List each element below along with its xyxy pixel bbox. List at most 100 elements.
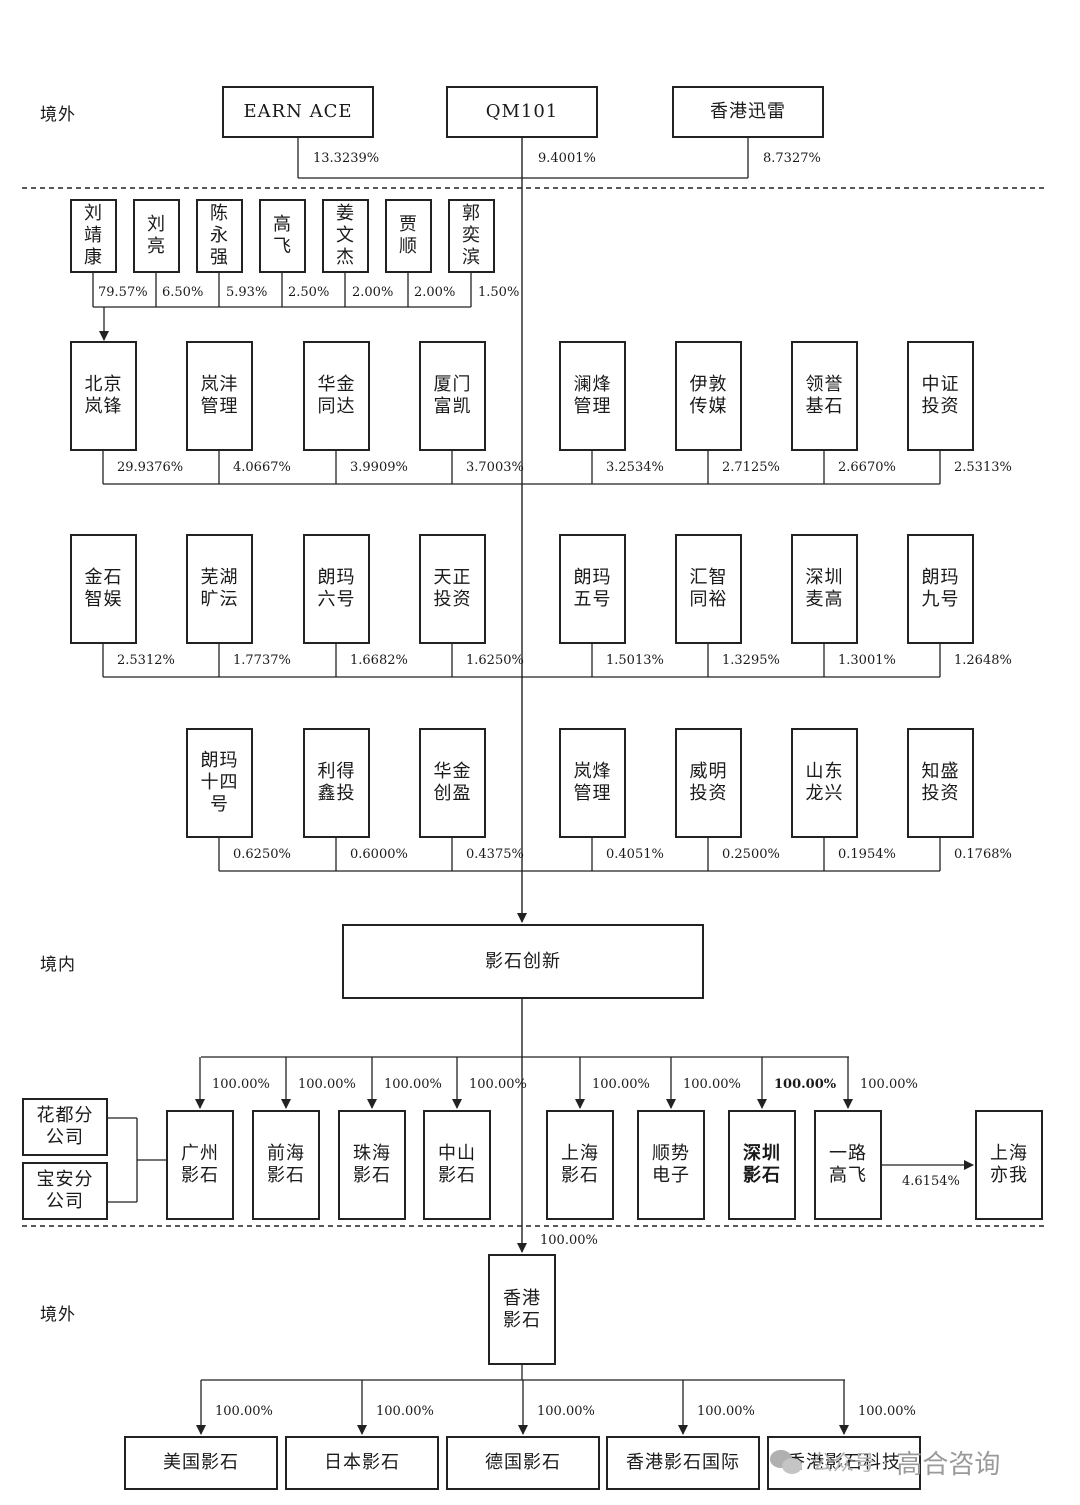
shareholder-box: 朗玛 九号 bbox=[907, 534, 974, 644]
subsidiary-box: 中山 影石 bbox=[423, 1110, 491, 1220]
branch-office-box: 宝安分 公司 bbox=[22, 1162, 108, 1220]
shareholder-box: 汇智 同裕 bbox=[675, 534, 742, 644]
individual-shareholder-box: 贾 顺 bbox=[385, 199, 432, 273]
shareholder-pct: 0.4375% bbox=[466, 847, 524, 862]
shareholder-pct: 29.9376% bbox=[117, 460, 184, 475]
individual-pct: 79.57% bbox=[98, 285, 148, 300]
region-label-overseas-bottom: 境外 bbox=[40, 1305, 76, 1325]
shareholder-pct: 0.1954% bbox=[838, 847, 896, 862]
individual-pct: 2.00% bbox=[414, 285, 456, 300]
shareholder-box: 朗玛 五号 bbox=[559, 534, 626, 644]
watermark-brand: 高合咨询 bbox=[896, 1449, 1001, 1480]
subsidiary-pct: 100.00% bbox=[774, 1077, 837, 1092]
subsidiary-pct: 100.00% bbox=[683, 1077, 741, 1092]
shareholder-pct: 0.6000% bbox=[350, 847, 408, 862]
shareholder-box: 岚烽 管理 bbox=[559, 728, 626, 838]
top-holder-box: QM101 bbox=[446, 86, 598, 138]
subsidiary-box: 广州 影石 bbox=[166, 1110, 234, 1220]
shareholder-box: 深圳 麦高 bbox=[791, 534, 858, 644]
individual-shareholder-box: 刘 靖 康 bbox=[70, 199, 117, 273]
shareholder-pct: 0.1768% bbox=[954, 847, 1012, 862]
shareholder-box: 中证 投资 bbox=[907, 341, 974, 451]
shareholder-pct: 1.3001% bbox=[838, 653, 896, 668]
shareholder-box: 厦门 富凯 bbox=[419, 341, 486, 451]
subsidiary-box: 前海 影石 bbox=[252, 1110, 320, 1220]
shareholder-pct: 4.0667% bbox=[233, 460, 291, 475]
shareholder-pct: 2.6670% bbox=[838, 460, 896, 475]
overseas-pct: 100.00% bbox=[215, 1404, 273, 1419]
shareholder-box: 领誉 基石 bbox=[791, 341, 858, 451]
shareholder-pct: 3.7003% bbox=[466, 460, 524, 475]
top-holder-pct: 13.3239% bbox=[313, 151, 380, 166]
subsidiary-box: 一路 高飞 bbox=[814, 1110, 882, 1220]
individual-shareholder-box: 刘 亮 bbox=[133, 199, 180, 273]
shareholder-pct: 2.5313% bbox=[954, 460, 1012, 475]
shareholder-box: 山东 龙兴 bbox=[791, 728, 858, 838]
subsidiary-pct: 100.00% bbox=[298, 1077, 356, 1092]
top-holder-pct: 8.7327% bbox=[763, 151, 821, 166]
overseas-subsidiary-box: 香港影石国际 bbox=[606, 1436, 760, 1490]
shareholder-pct: 1.6682% bbox=[350, 653, 408, 668]
shareholder-pct: 1.5013% bbox=[606, 653, 664, 668]
subsidiary-pct: 100.00% bbox=[860, 1077, 918, 1092]
individual-pct: 1.50% bbox=[478, 285, 520, 300]
overseas-pct: 100.00% bbox=[858, 1404, 916, 1419]
hk-subsidiary-box: 香港 影石 bbox=[488, 1254, 556, 1365]
overseas-subsidiary-box: 香港影石科技 bbox=[767, 1436, 921, 1490]
shareholder-pct: 0.4051% bbox=[606, 847, 664, 862]
overseas-pct: 100.00% bbox=[537, 1404, 595, 1419]
overseas-subsidiary-box: 美国影石 bbox=[124, 1436, 278, 1490]
shareholder-box: 北京 岚锋 bbox=[70, 341, 137, 451]
watermark-source: 公众号 · bbox=[812, 1451, 889, 1475]
shareholder-box: 华金 同达 bbox=[303, 341, 370, 451]
top-holder-pct: 9.4001% bbox=[538, 151, 596, 166]
shareholder-box: 芜湖 旷沄 bbox=[186, 534, 253, 644]
subsidiary-pct: 100.00% bbox=[212, 1077, 270, 1092]
individual-shareholder-box: 郭 奕 滨 bbox=[448, 199, 495, 273]
shareholder-pct: 0.6250% bbox=[233, 847, 291, 862]
subsidiary-box: 顺势 电子 bbox=[637, 1110, 705, 1220]
shareholder-pct: 2.7125% bbox=[722, 460, 780, 475]
individual-pct: 6.50% bbox=[162, 285, 204, 300]
shareholder-pct: 0.2500% bbox=[722, 847, 780, 862]
subsidiary-pct: 100.00% bbox=[592, 1077, 650, 1092]
subsidiary-box: 上海 影石 bbox=[546, 1110, 614, 1220]
top-holder-box: EARN ACE bbox=[222, 86, 374, 138]
individual-pct: 2.00% bbox=[352, 285, 394, 300]
overseas-pct: 100.00% bbox=[376, 1404, 434, 1419]
investee-box: 上海 亦我 bbox=[975, 1110, 1043, 1220]
shareholder-pct: 2.5312% bbox=[117, 653, 175, 668]
shareholder-pct: 1.2648% bbox=[954, 653, 1012, 668]
watermark: 公众号 · 高合咨询 bbox=[770, 1440, 1000, 1484]
shareholder-box: 天正 投资 bbox=[419, 534, 486, 644]
individual-shareholder-box: 姜 文 杰 bbox=[322, 199, 369, 273]
individual-pct: 2.50% bbox=[288, 285, 330, 300]
subsidiary-box: 深圳 影石 bbox=[728, 1110, 796, 1220]
region-label-overseas-top: 境外 bbox=[40, 105, 76, 125]
shareholder-pct: 1.7737% bbox=[233, 653, 291, 668]
company-box: 影石创新 bbox=[342, 924, 704, 999]
shareholder-pct: 3.2534% bbox=[606, 460, 664, 475]
subsidiary-pct: 100.00% bbox=[384, 1077, 442, 1092]
branch-office-box: 花都分 公司 bbox=[22, 1098, 108, 1156]
shareholder-box: 朗玛 六号 bbox=[303, 534, 370, 644]
shareholder-box: 伊敦 传媒 bbox=[675, 341, 742, 451]
shareholder-box: 华金 创盈 bbox=[419, 728, 486, 838]
shareholder-box: 利得 鑫投 bbox=[303, 728, 370, 838]
individual-shareholder-box: 高 飞 bbox=[259, 199, 306, 273]
top-holder-box: 香港迅雷 bbox=[672, 86, 824, 138]
wechat-icon bbox=[770, 1448, 806, 1476]
shareholder-box: 澜烽 管理 bbox=[559, 341, 626, 451]
overseas-subsidiary-box: 日本影石 bbox=[285, 1436, 439, 1490]
overseas-subsidiary-box: 德国影石 bbox=[446, 1436, 600, 1490]
individual-pct: 5.93% bbox=[226, 285, 268, 300]
individual-shareholder-box: 陈 永 强 bbox=[196, 199, 243, 273]
shareholder-pct: 3.9909% bbox=[350, 460, 408, 475]
region-label-domestic: 境内 bbox=[40, 955, 76, 975]
shareholder-box: 朗玛 十四 号 bbox=[186, 728, 253, 838]
yiwo-pct: 4.6154% bbox=[902, 1174, 960, 1189]
hk-sub-pct: 100.00% bbox=[540, 1233, 598, 1248]
shareholder-box: 知盛 投资 bbox=[907, 728, 974, 838]
